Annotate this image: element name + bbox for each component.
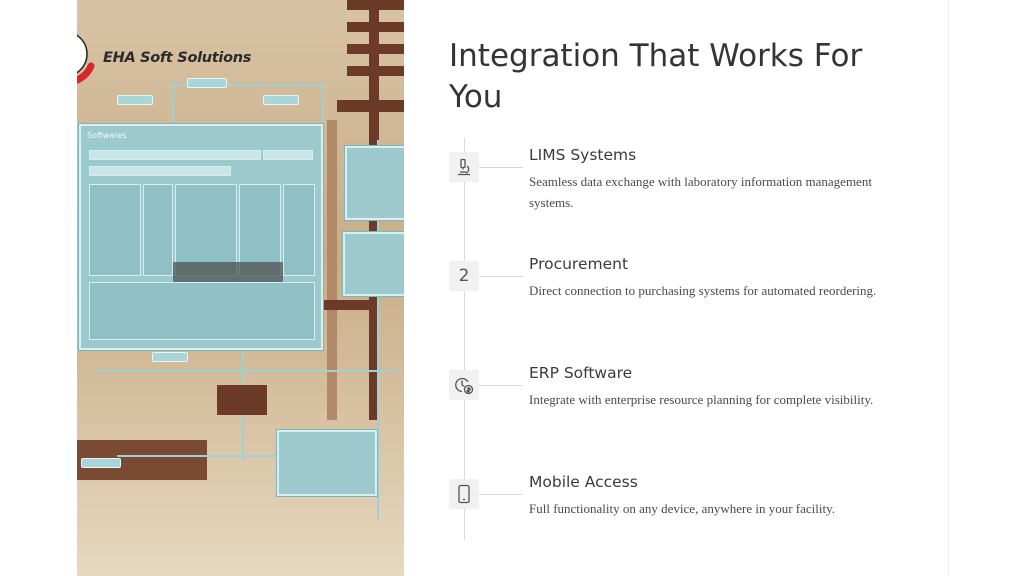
item-title: LIMS Systems [529,146,637,164]
software-dashboard-illustration: Softwares [77,0,404,576]
item-title: Mobile Access [529,473,638,491]
item-description: Full functionality on any device, anywhe… [529,501,836,516]
company-name: EHA Soft Solutions [103,50,252,66]
timeline-connector [479,276,523,277]
company-logo: e [77,34,95,84]
phone-icon [449,479,479,509]
item-description: Seamless data exchange with laboratory i… [529,174,872,210]
timeline-connector [479,385,523,386]
item-title: ERP Software [529,364,633,382]
timeline-connector [479,494,523,495]
slide-title: Integration That Works For You [449,38,863,115]
item-title: Procurement [529,255,629,273]
slide: Softwares e [77,0,949,576]
timeline-connector [479,167,523,168]
step-number-badge: 2 [449,261,479,291]
clock-dollar-icon [449,370,479,400]
microscope-icon [449,152,479,182]
item-description: Integrate with enterprise resource plann… [529,392,874,407]
item-description: Direct connection to purchasing systems … [529,283,877,298]
timeline-line [464,138,465,540]
